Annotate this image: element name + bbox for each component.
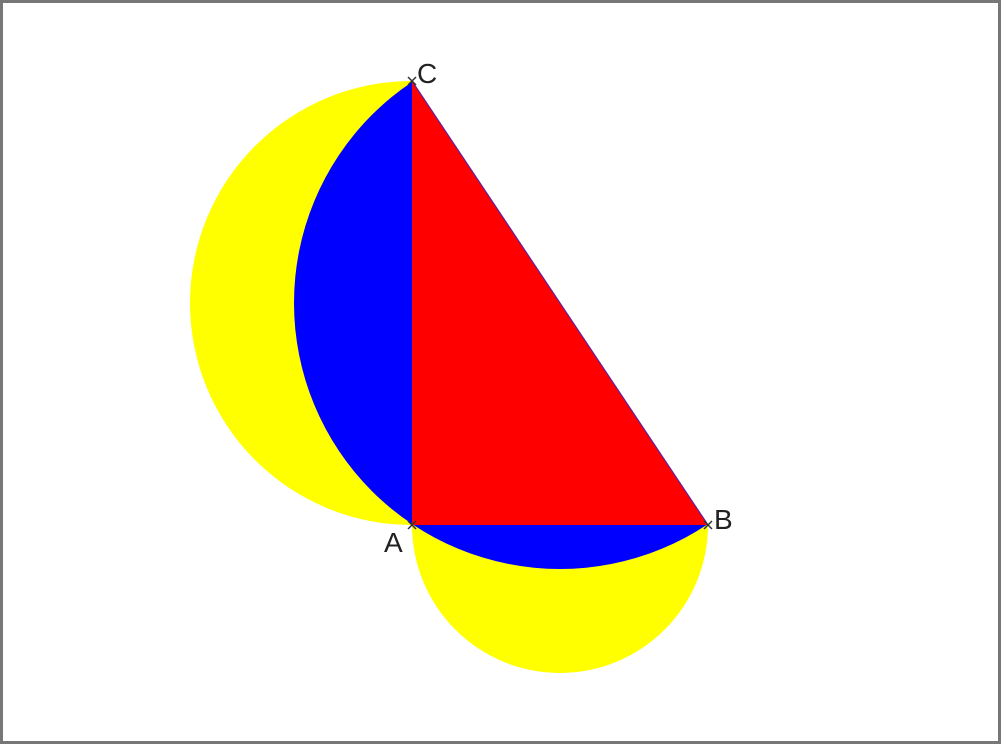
point-a-marker[interactable] bbox=[407, 520, 417, 530]
point-b-label: B bbox=[714, 504, 733, 535]
geometry-figure: C B A bbox=[190, 58, 733, 673]
hypotenuse-bc bbox=[411, 80, 709, 526]
point-c-marker[interactable] bbox=[407, 76, 417, 86]
point-c-label: C bbox=[417, 58, 437, 89]
segment-ac bbox=[294, 82, 412, 524]
segment-ab bbox=[413, 525, 707, 569]
lune-ab bbox=[412, 525, 708, 673]
point-b-marker[interactable] bbox=[703, 520, 713, 530]
point-a-label: A bbox=[384, 527, 403, 558]
